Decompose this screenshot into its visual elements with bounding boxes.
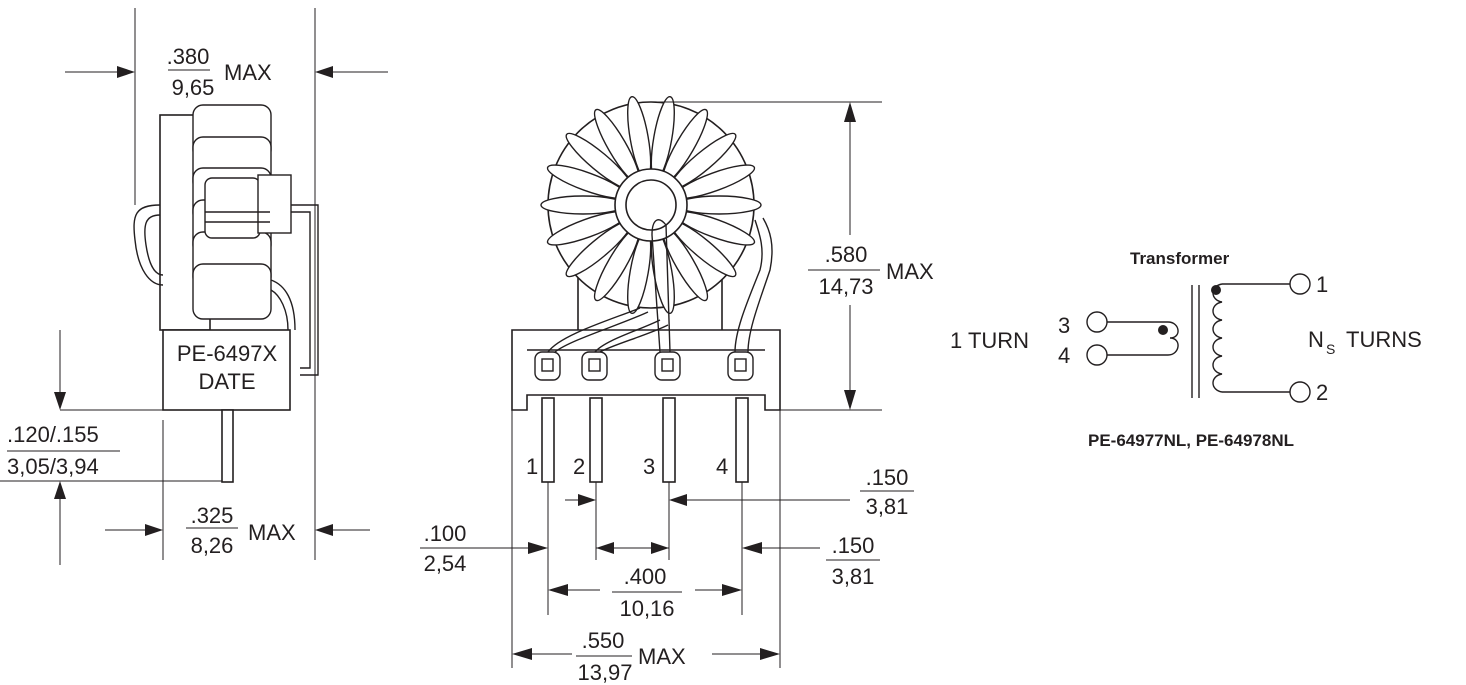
spacing-right-bottom-inch: .150 [832,533,875,558]
side-width-inch: .380 [167,44,210,69]
spacing-right-top-inch: .150 [866,465,909,490]
front-view: 1 2 3 4 .580 14,73 MAX .100 2,54 [420,95,934,685]
part-numbers: PE-64977NL, PE-64978NL [1088,431,1294,450]
pin-label-4: 4 [716,454,728,479]
side-width-suffix: MAX [224,60,272,85]
pin2-label: 2 [1316,380,1328,405]
side-base-mm: 8,26 [191,533,234,558]
side-width-mm: 9,65 [172,75,215,100]
pin-label-2: 2 [573,454,585,479]
pin-label-1: 1 [526,454,538,479]
spacing-left-inch: .100 [424,521,467,546]
side-base-inch: .325 [191,503,234,528]
side-base-suffix: MAX [248,520,296,545]
span-mm: 10,16 [619,596,674,621]
secondary-label-n: N [1308,327,1324,352]
secondary-label-rest: TURNS [1346,327,1422,352]
overall-width-suffix: MAX [638,644,686,669]
standoff-inch: .120/.155 [7,422,99,447]
spacing-right-top-mm: 3,81 [866,494,909,519]
spacing-right-bottom-mm: 3,81 [832,564,875,589]
overall-width-mm: 13,97 [577,660,632,685]
height-inch: .580 [825,242,868,267]
marking-line1: PE-6497X [177,341,278,366]
spacing-left-mm: 2,54 [424,551,467,576]
primary-label: 1 TURN [950,328,1029,353]
pin4-label: 4 [1058,343,1070,368]
marking-line2: DATE [198,369,255,394]
side-view: .380 9,65 MAX PE-6497X DATE [0,8,388,565]
schematic-title: Transformer [1130,249,1230,268]
transformer-schematic: Transformer 1 TURN 3 4 1 2 N S TURNS PE-… [950,249,1422,450]
pin-label-3: 3 [643,454,655,479]
height-suffix: MAX [886,259,934,284]
span-inch: .400 [624,564,667,589]
winding-loop [676,195,762,215]
height-mm: 14,73 [818,274,873,299]
standoff-mm: 3,05/3,94 [7,454,99,479]
toroid-windings [540,95,762,315]
overall-width-inch: .550 [582,628,625,653]
winding-loop [540,195,626,215]
secondary-label-sub: S [1326,341,1335,357]
pin3-label: 3 [1058,313,1070,338]
pin1-label: 1 [1316,272,1328,297]
